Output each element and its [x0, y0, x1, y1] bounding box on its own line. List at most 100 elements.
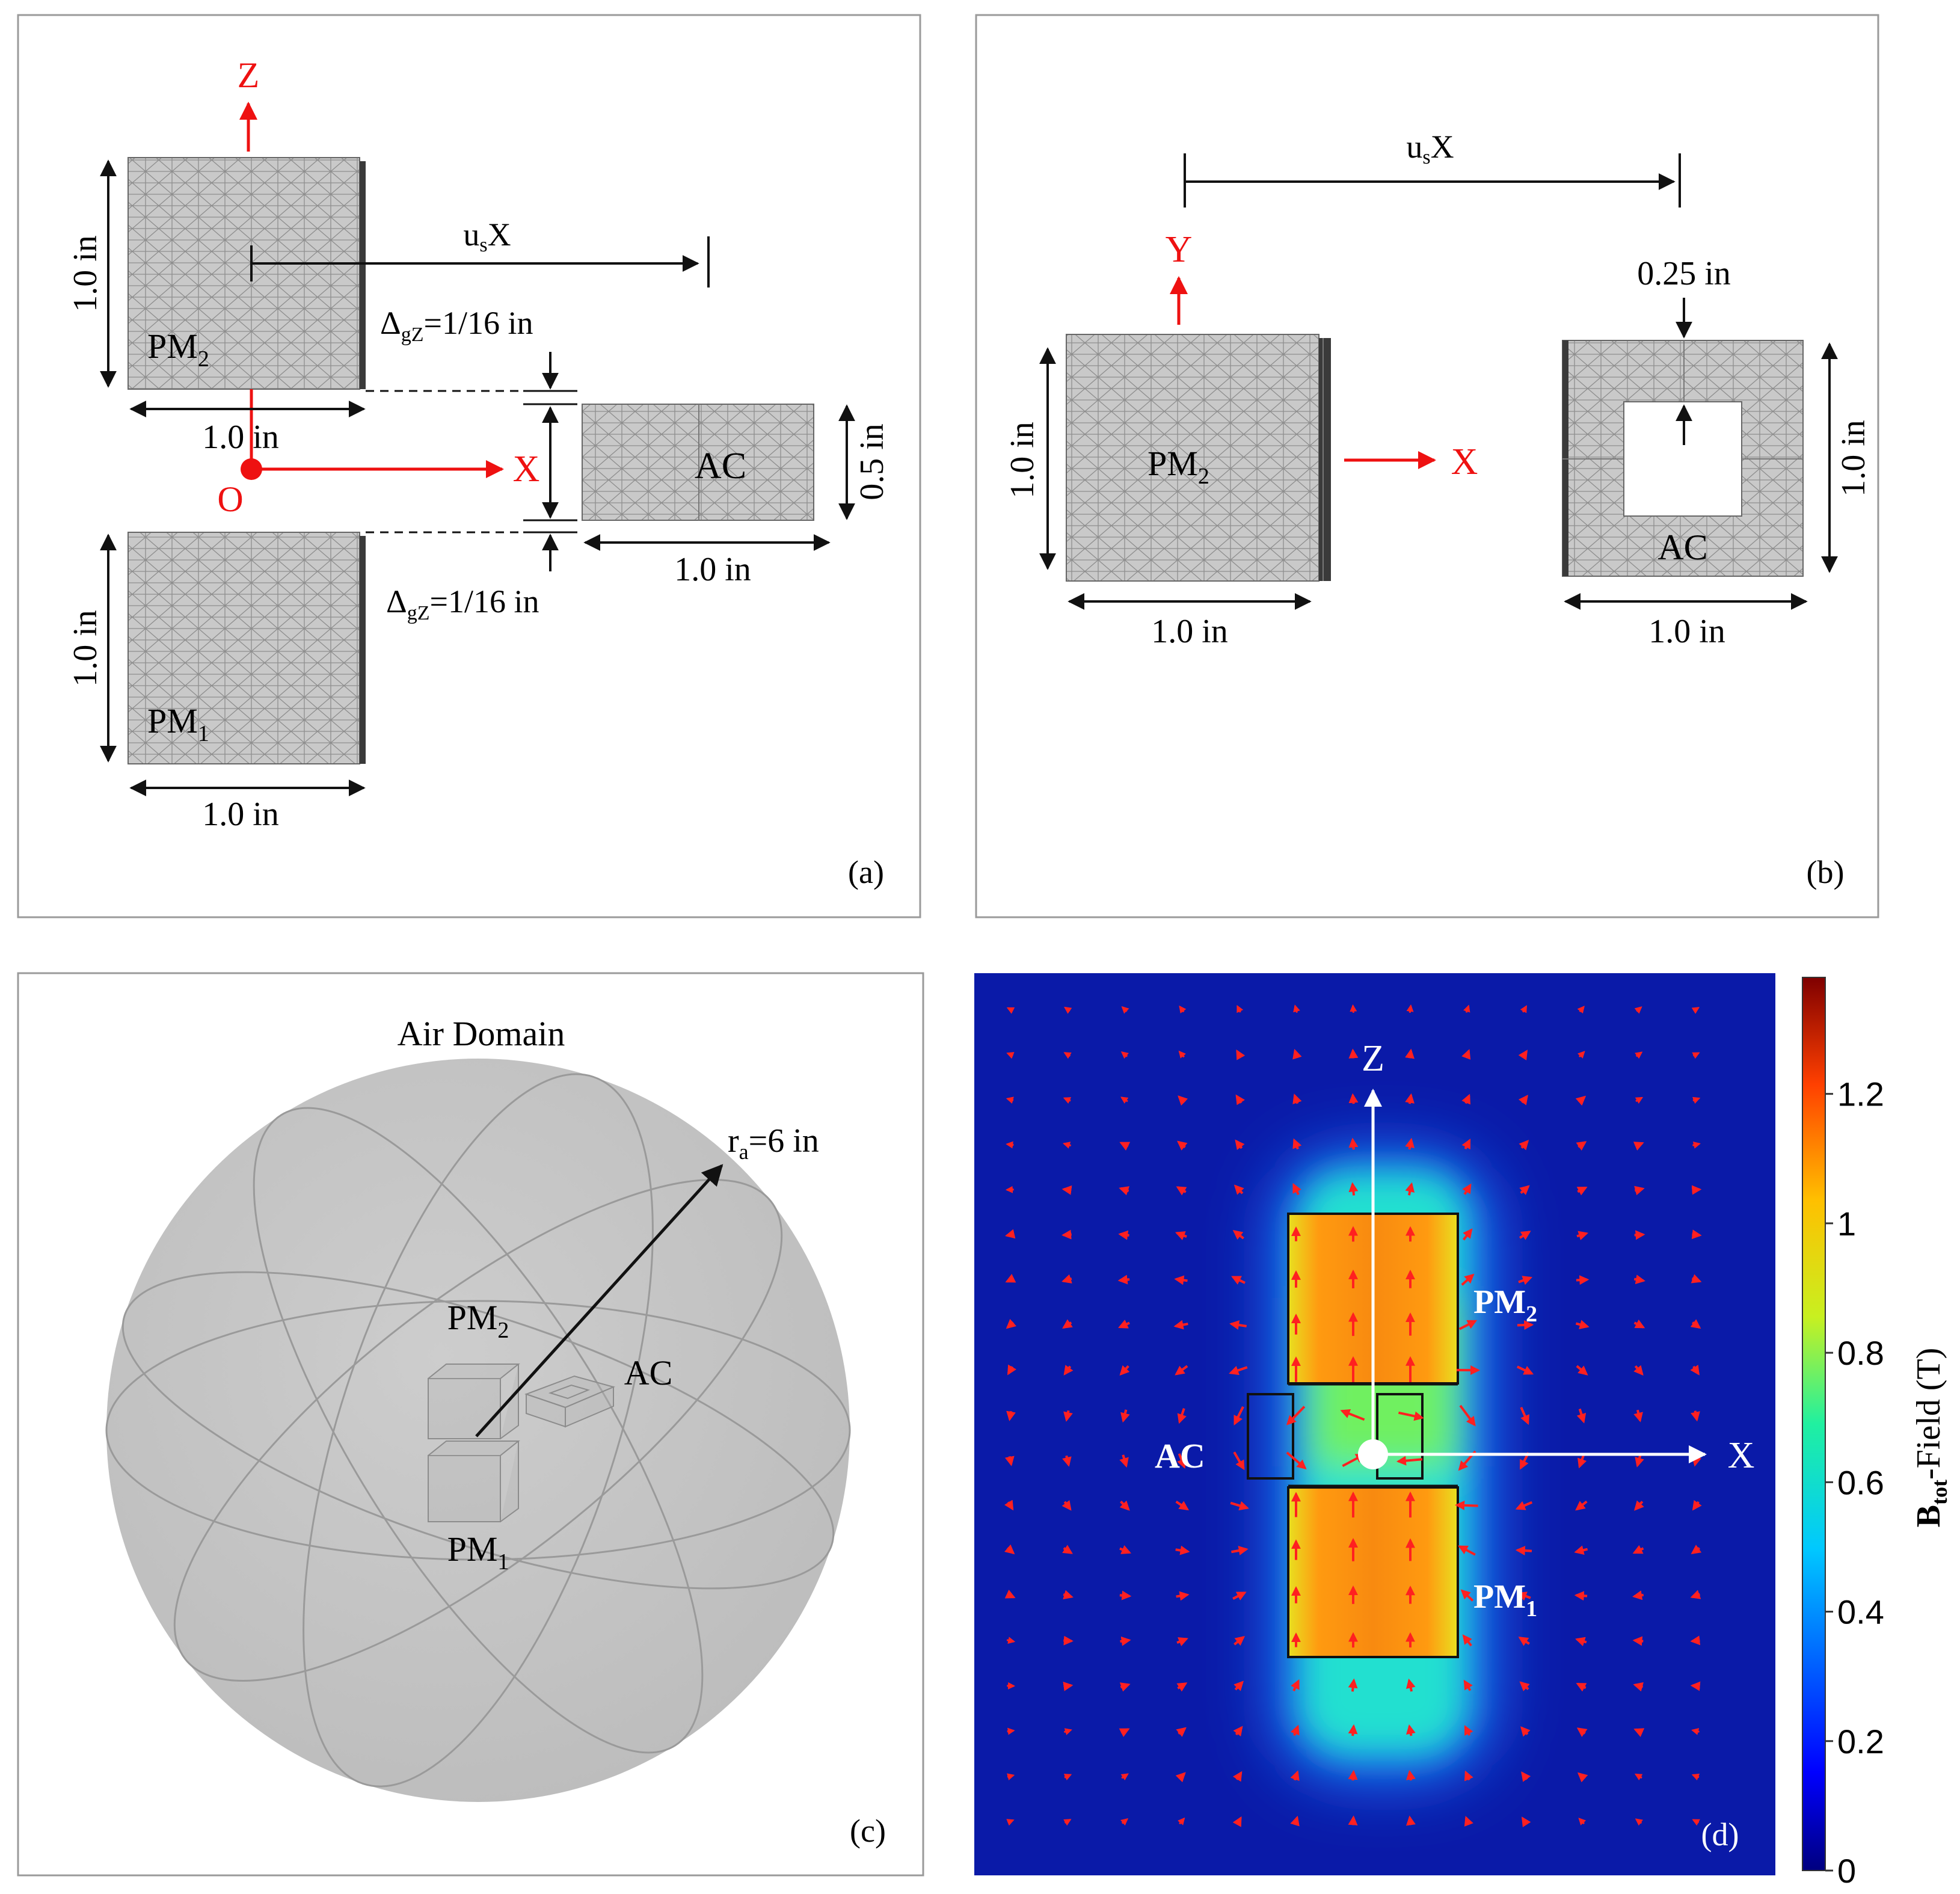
- colorbar-ticks: 00.20.40.60.811.2: [1825, 1075, 1884, 1890]
- field-vector: [1178, 1050, 1186, 1059]
- field-vector: [1063, 1365, 1074, 1376]
- field-vector: [1690, 1635, 1701, 1646]
- field-vector: [1175, 1231, 1187, 1240]
- pm1-block: [127, 532, 366, 764]
- panel-d: Z X PM2 PM1 AC (d) 00.20.40.60.811.2 Bto…: [974, 973, 1952, 1890]
- field-vector: [1634, 1773, 1643, 1781]
- colorbar-tick-label: 1.2: [1837, 1075, 1884, 1113]
- field-vector: [1633, 1409, 1643, 1422]
- field-vector: [1232, 1771, 1243, 1782]
- field-vector: [1063, 1774, 1072, 1781]
- field-vector: [1177, 1817, 1185, 1825]
- colorbar-tick-label: 0.8: [1837, 1334, 1884, 1372]
- field-vector: [1633, 1682, 1644, 1692]
- field-vector: [1235, 1094, 1245, 1105]
- field-vector: [1519, 1231, 1531, 1240]
- field-vector: [1578, 1051, 1585, 1059]
- field-vector: [1398, 1411, 1424, 1421]
- pm2-label: PM2: [147, 327, 209, 372]
- field-vector: [1004, 1544, 1015, 1555]
- field-vector: [1120, 1051, 1129, 1059]
- field-vector: [1518, 1276, 1533, 1285]
- field-vector: [1518, 1050, 1528, 1061]
- field-vector: [1293, 1004, 1300, 1013]
- field-vector: [1121, 1006, 1129, 1014]
- ac-width-text: 1.0 in: [674, 551, 751, 588]
- field-vector: [1063, 1728, 1072, 1735]
- colorbar-tick-label: 1: [1837, 1205, 1856, 1243]
- field-vector: [1292, 1138, 1302, 1150]
- d-x-label: X: [1728, 1435, 1755, 1476]
- field-vector: [1232, 1816, 1242, 1827]
- field-vector: [1229, 1320, 1247, 1330]
- field-vector: [1179, 1005, 1187, 1013]
- field-vector: [1063, 1590, 1074, 1600]
- field-vector: [1576, 1275, 1590, 1285]
- field-vector: [1575, 1500, 1588, 1511]
- pm2-block: [127, 157, 366, 390]
- field-vector: [1575, 1320, 1590, 1329]
- field-vector: [1062, 1545, 1073, 1554]
- field-vector: [1574, 1545, 1588, 1555]
- field-vector: [1635, 1051, 1643, 1059]
- field-vector: [1405, 1048, 1415, 1059]
- field-vector: [1348, 1137, 1359, 1150]
- field-vector: [1119, 1728, 1130, 1738]
- field-vector: [1236, 1049, 1246, 1060]
- field-vector: [1290, 1815, 1300, 1827]
- field-vector: [1633, 1142, 1644, 1151]
- pm1-cube: [428, 1440, 520, 1522]
- field-vector: [1463, 1004, 1470, 1013]
- field-plot: Z X PM2 PM1 AC (d): [974, 973, 1775, 1875]
- field-vector: [1176, 1727, 1187, 1737]
- field-vector: [1633, 1319, 1645, 1329]
- field-vector: [1063, 1410, 1073, 1422]
- c-pm1-label: PM1: [447, 1530, 509, 1575]
- field-vector: [1461, 1049, 1471, 1060]
- field-vector: [1119, 1545, 1132, 1554]
- field-vector: [1458, 1320, 1478, 1330]
- ac-height-text: 0.5 in: [853, 423, 891, 500]
- field-vector: [1176, 1591, 1190, 1601]
- field-vector: [1232, 1591, 1247, 1600]
- field-vector: [1229, 1366, 1248, 1376]
- field-vector: [1633, 1728, 1645, 1737]
- x-axis-label: X: [513, 449, 540, 490]
- field-vector: [1064, 1006, 1072, 1014]
- field-vector: [1459, 1404, 1476, 1427]
- field-vector: [1119, 1142, 1131, 1151]
- field-vector: [1690, 1590, 1701, 1599]
- colorbar-tick-label: 0.4: [1837, 1593, 1884, 1631]
- field-vector: [1120, 1818, 1129, 1826]
- field-vector: [1462, 1634, 1472, 1647]
- field-vector: [1691, 1274, 1702, 1284]
- field-vector: [1519, 1140, 1529, 1151]
- colorbar: [1802, 977, 1826, 1871]
- field-vector: [1175, 1772, 1186, 1783]
- field-vector: [1348, 1182, 1359, 1196]
- origin-label: O: [217, 479, 243, 519]
- field-vector: [1406, 1815, 1416, 1826]
- d-z-label: Z: [1362, 1038, 1384, 1079]
- field-vector: [1350, 1004, 1357, 1013]
- field-vector: [1692, 1499, 1702, 1511]
- field-vector: [1006, 1819, 1015, 1826]
- field-vector: [1120, 1096, 1129, 1104]
- colorbar-tick-label: 0: [1837, 1852, 1856, 1890]
- field-vector: [1006, 1052, 1015, 1059]
- pm2-width-text: 1.0 in: [202, 419, 279, 456]
- field-vector: [1519, 1185, 1530, 1195]
- pm2-height-text: 1.0 in: [67, 235, 104, 312]
- field-vector: [1577, 1006, 1585, 1014]
- field-vector: [1005, 1229, 1016, 1239]
- field-vector: [1461, 1273, 1475, 1286]
- air-domain-label: Air Domain: [398, 1014, 565, 1053]
- field-vector: [1006, 1141, 1014, 1149]
- field-vector: [1576, 1186, 1588, 1196]
- field-vector: [1173, 1320, 1188, 1330]
- ac-cube: [524, 1375, 616, 1428]
- field-vector: [1632, 1545, 1644, 1554]
- field-vector: [1405, 1137, 1415, 1150]
- field-vector: [1690, 1681, 1701, 1691]
- field-vector: [1174, 1275, 1188, 1285]
